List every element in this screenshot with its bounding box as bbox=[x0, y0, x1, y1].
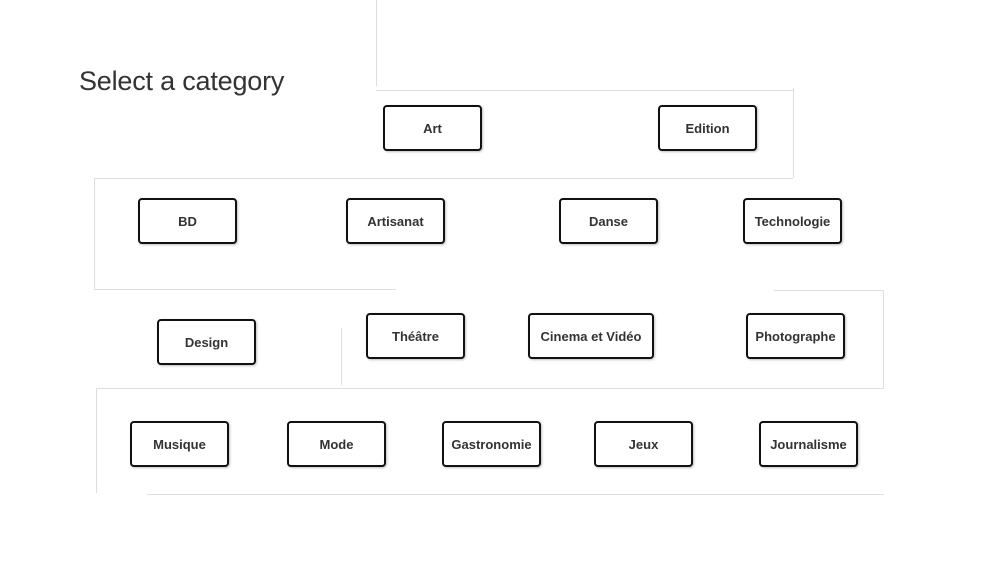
divider-line bbox=[94, 178, 95, 290]
divider-line bbox=[376, 0, 377, 86]
category-button-journalisme[interactable]: Journalisme bbox=[759, 421, 858, 467]
category-button-edition[interactable]: Edition bbox=[658, 105, 757, 151]
divider-line bbox=[793, 88, 794, 178]
divider-line bbox=[94, 289, 396, 290]
divider-line bbox=[883, 290, 884, 388]
category-button-art[interactable]: Art bbox=[383, 105, 482, 151]
divider-line bbox=[96, 388, 97, 493]
divider-line bbox=[774, 290, 884, 291]
category-button-theatre[interactable]: Théâtre bbox=[366, 313, 465, 359]
category-button-design[interactable]: Design bbox=[157, 319, 256, 365]
category-button-jeux[interactable]: Jeux bbox=[594, 421, 693, 467]
divider-line bbox=[147, 494, 884, 495]
divider-line bbox=[341, 328, 342, 385]
page-title: Select a category bbox=[79, 66, 285, 96]
category-button-photographe[interactable]: Photographe bbox=[746, 313, 845, 359]
divider-line bbox=[376, 90, 793, 91]
category-button-bd[interactable]: BD bbox=[138, 198, 237, 244]
category-button-mode[interactable]: Mode bbox=[287, 421, 386, 467]
category-button-artisanat[interactable]: Artisanat bbox=[346, 198, 445, 244]
category-button-danse[interactable]: Danse bbox=[559, 198, 658, 244]
divider-line bbox=[95, 178, 793, 179]
category-button-gastronomie[interactable]: Gastronomie bbox=[442, 421, 541, 467]
divider-line bbox=[97, 388, 884, 389]
category-button-cinema-et-video[interactable]: Cinema et Vidéo bbox=[528, 313, 654, 359]
category-button-musique[interactable]: Musique bbox=[130, 421, 229, 467]
category-button-technologie[interactable]: Technologie bbox=[743, 198, 842, 244]
